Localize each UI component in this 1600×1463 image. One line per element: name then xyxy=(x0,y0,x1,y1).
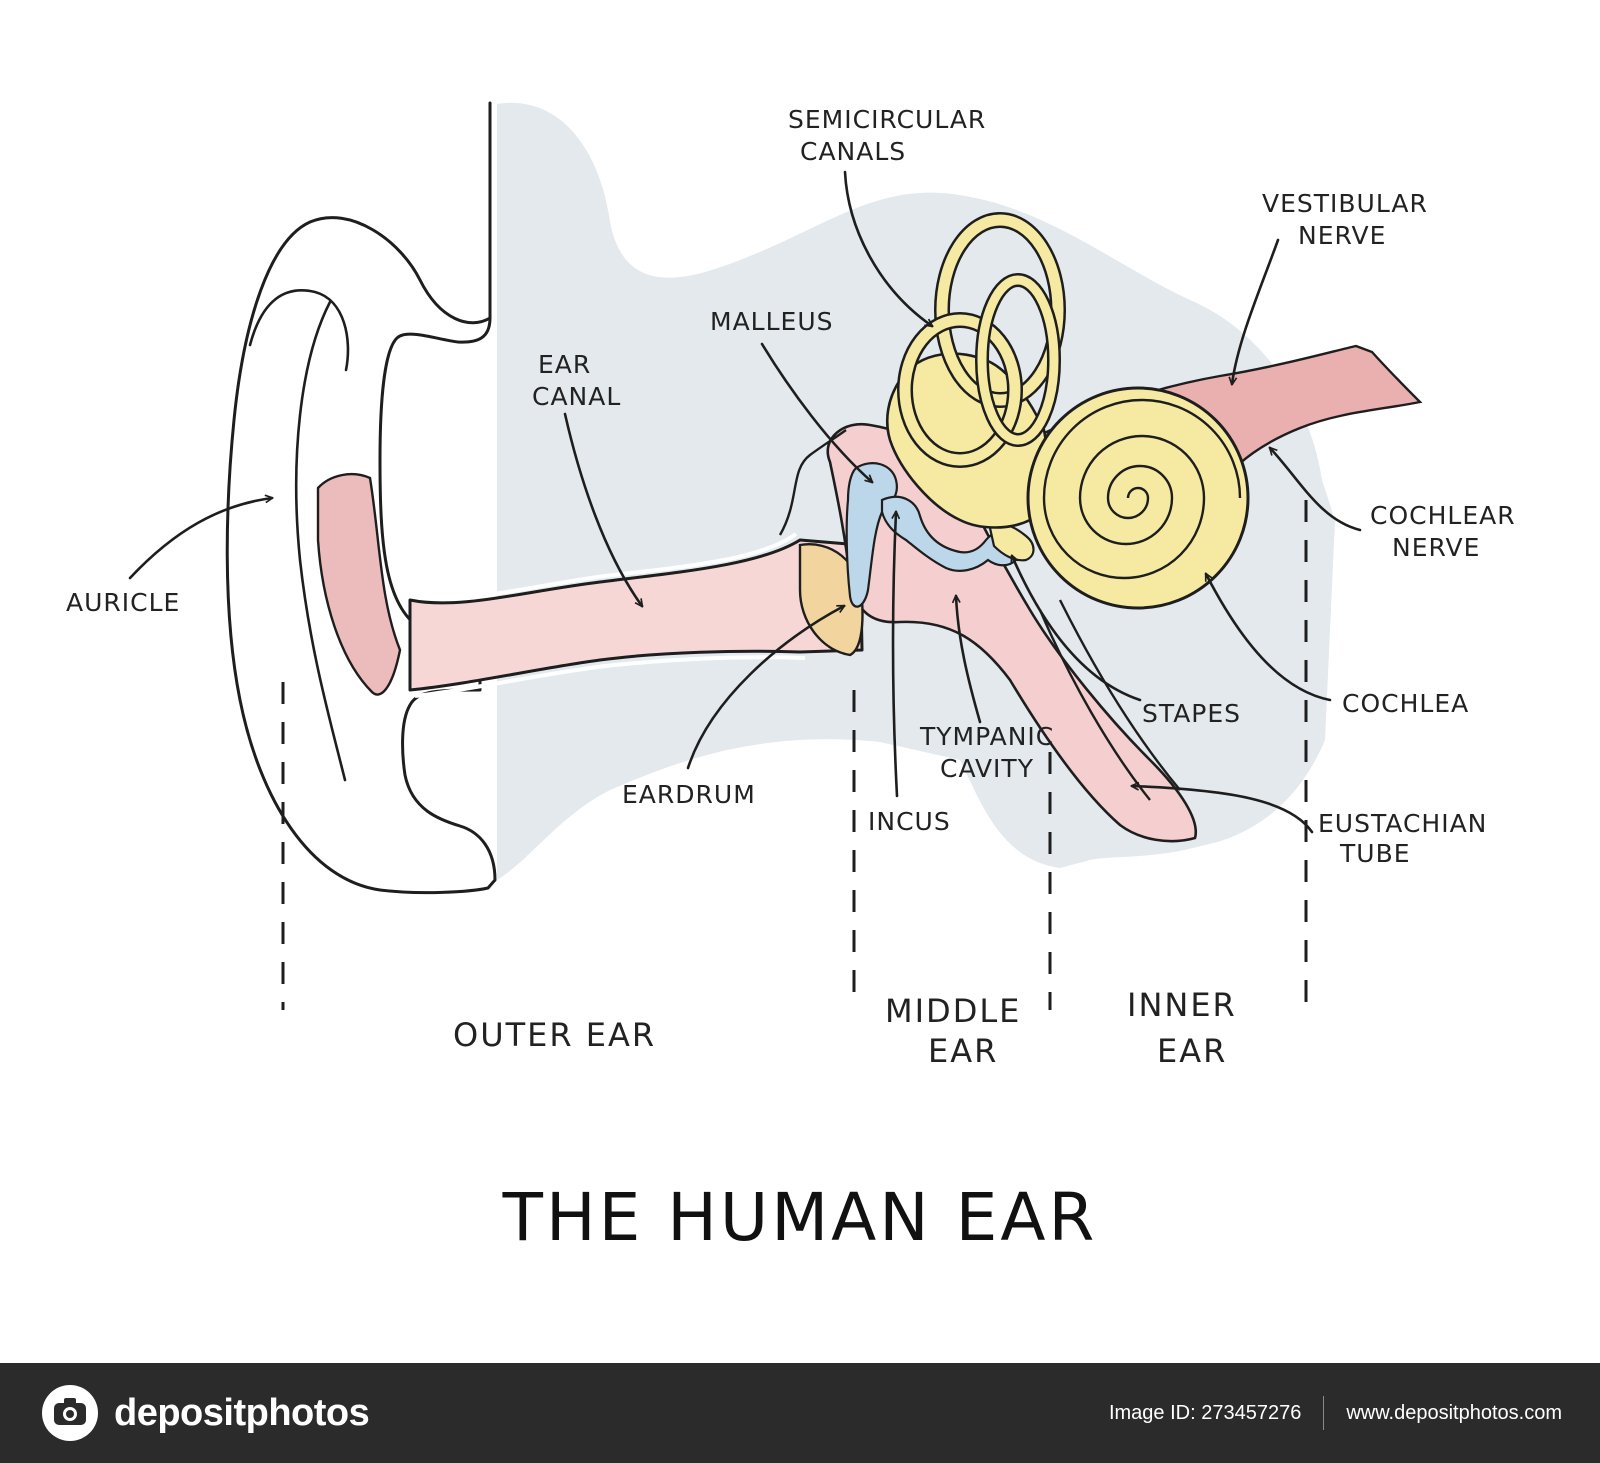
image-meta: Image ID: 273457276 www.depositphotos.co… xyxy=(1109,1396,1562,1430)
auricle-fold-inner xyxy=(294,300,347,782)
semicircular-canal-3-fill xyxy=(977,275,1059,445)
auricle-antihelix xyxy=(316,473,402,696)
ear-canal-wall-upper xyxy=(414,532,798,600)
arrow-stapes xyxy=(1012,556,1142,702)
label-tympanic-line1: TYMPANIC xyxy=(919,722,1054,751)
ear-canal-wall-lower xyxy=(414,655,806,698)
semicircular-canal-2-fill xyxy=(899,314,1021,466)
arrow-cochlea xyxy=(1204,574,1332,702)
label-vestibular-line2: NERVE xyxy=(1298,221,1386,250)
label-ear-canal-line1: EAR xyxy=(538,350,591,379)
arrow-auricle xyxy=(128,498,272,580)
arrow-incus xyxy=(893,512,897,798)
label-eardrum: EARDRUM xyxy=(622,780,756,809)
label-semicircular-line2: CANALS xyxy=(800,137,906,166)
region-middle-line2: EAR xyxy=(928,1032,998,1070)
label-malleus: MALLEUS xyxy=(710,307,834,336)
label-cochlear-nerve-line2: NERVE xyxy=(1392,533,1480,562)
eustachian-tube-wall xyxy=(1038,599,1181,801)
arrow-semicircular xyxy=(843,170,932,326)
label-auricle: AURICLE xyxy=(66,588,180,617)
image-id: Image ID: 273457276 xyxy=(1108,1401,1302,1424)
skin-contour xyxy=(778,429,847,536)
site-url[interactable]: www.depositphotos.com xyxy=(1346,1401,1562,1424)
label-ear-canal-line2: CANAL xyxy=(532,382,621,411)
arrow-cochlear-nerve xyxy=(1270,448,1362,532)
region-inner-line1: INNER xyxy=(1127,986,1237,1024)
region-inner-line2: EAR xyxy=(1157,1032,1227,1070)
camera-icon xyxy=(40,1383,100,1443)
arrow-eustachian xyxy=(1132,786,1314,834)
cochlea-spiral xyxy=(1042,398,1242,580)
stock-footer: depositphotos Image ID: 273457276 www.de… xyxy=(0,1363,1600,1463)
label-eustachian-line1: EUSTACHIAN xyxy=(1318,809,1487,838)
region-middle-line1: MIDDLE xyxy=(885,992,1021,1030)
region-outer-ear: OUTER EAR xyxy=(453,1016,656,1054)
auricle-fold-outer xyxy=(248,289,350,372)
label-incus: INCUS xyxy=(868,807,951,836)
meta-separator xyxy=(1323,1396,1325,1430)
label-cochlea: COCHLEA xyxy=(1342,689,1469,718)
brand: depositphotos xyxy=(40,1383,370,1443)
semicircular-canal-1-fill xyxy=(936,214,1064,406)
label-tympanic-line2: CAVITY xyxy=(940,754,1034,783)
label-vestibular-line1: VESTIBULAR xyxy=(1262,189,1428,218)
label-semicircular-line1: SEMICIRCULAR xyxy=(788,105,986,134)
auricle-shape xyxy=(225,101,497,895)
diagram-title: THE HUMAN EAR xyxy=(502,1179,1098,1256)
label-cochlear-nerve-line1: COCHLEAR xyxy=(1370,501,1516,530)
arrow-malleus xyxy=(760,342,872,482)
label-stapes: STAPES xyxy=(1142,699,1241,728)
ear-canal-shape xyxy=(408,538,864,692)
brand-name: depositphotos xyxy=(114,1391,370,1434)
label-eustachian-line2: TUBE xyxy=(1339,839,1411,868)
ear-diagram: SEMICIRCULAR CANALS VESTIBULAR NERVE MAL… xyxy=(66,101,1516,1256)
arrow-ear-canal xyxy=(563,412,642,606)
arrow-eardrum xyxy=(686,604,844,770)
arrow-vestibular xyxy=(1232,238,1280,384)
cochlea-shape xyxy=(1026,386,1250,610)
arrow-tympanic xyxy=(956,596,982,724)
